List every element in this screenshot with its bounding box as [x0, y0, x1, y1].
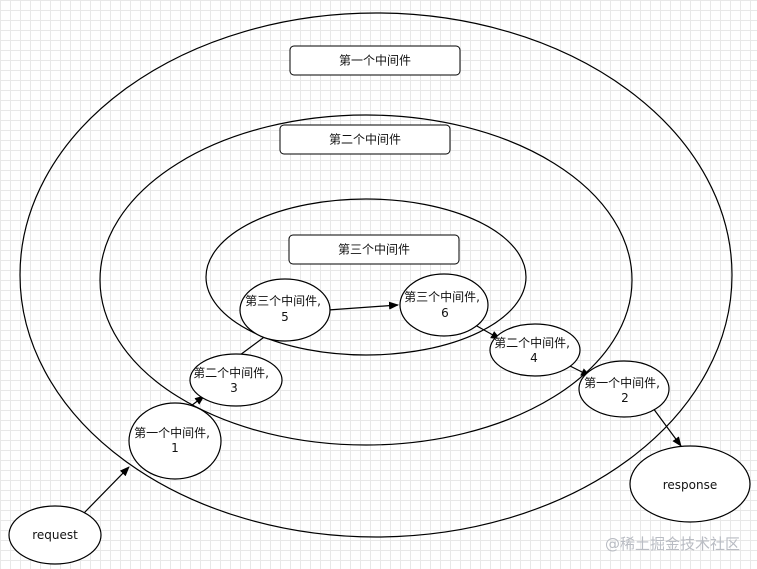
- node-step-1: 第一个中间件, 1: [128, 402, 222, 480]
- node-step-4-label: 第二个中间件,: [494, 335, 570, 350]
- arrow-request-to-1: [83, 466, 130, 514]
- node-step-2-label: 第一个中间件,: [584, 375, 660, 390]
- node-response: response: [629, 445, 751, 523]
- inner-layer-title: 第三个中间件: [338, 242, 410, 257]
- middle-layer-title: 第二个中间件: [329, 132, 401, 147]
- node-step-3-label: 第二个中间件,: [193, 365, 269, 380]
- inner-layer-ellipse: [205, 198, 527, 356]
- node-step-6-number: 6: [441, 306, 449, 320]
- node-step-5-label: 第三个中间件,: [245, 293, 321, 308]
- node-step-2-number: 2: [621, 391, 629, 405]
- middle-layer-title-box: 第二个中间件: [279, 124, 451, 155]
- node-request-label: request: [32, 528, 78, 542]
- node-step-3-number: 3: [230, 381, 238, 395]
- node-step-6-label: 第三个中间件,: [404, 289, 480, 304]
- node-step-6: 第三个中间件, 6: [399, 273, 489, 337]
- arrow-5-to-6: [327, 301, 399, 311]
- node-step-1-number: 1: [171, 441, 179, 455]
- node-step-3: 第二个中间件, 3: [189, 353, 283, 407]
- node-request: request: [8, 505, 102, 565]
- node-step-4: 第二个中间件, 4: [489, 323, 581, 377]
- node-step-5-number: 5: [281, 310, 289, 324]
- outer-layer-title: 第一个中间件: [339, 53, 411, 68]
- arrow-2-to-response: [649, 403, 682, 447]
- middle-layer-ellipse: [99, 114, 633, 446]
- node-step-1-label: 第一个中间件,: [134, 425, 210, 440]
- watermark: @稀土掘金技术社区: [605, 535, 740, 553]
- node-response-label: response: [663, 478, 718, 492]
- node-step-5: 第三个中间件, 5: [239, 278, 331, 342]
- outer-layer-ellipse: [19, 12, 733, 538]
- node-step-4-number: 4: [530, 351, 538, 365]
- outer-layer-title-box: 第一个中间件: [289, 45, 461, 76]
- inner-layer-title-box: 第三个中间件: [288, 234, 460, 265]
- node-step-2: 第一个中间件, 2: [578, 360, 670, 418]
